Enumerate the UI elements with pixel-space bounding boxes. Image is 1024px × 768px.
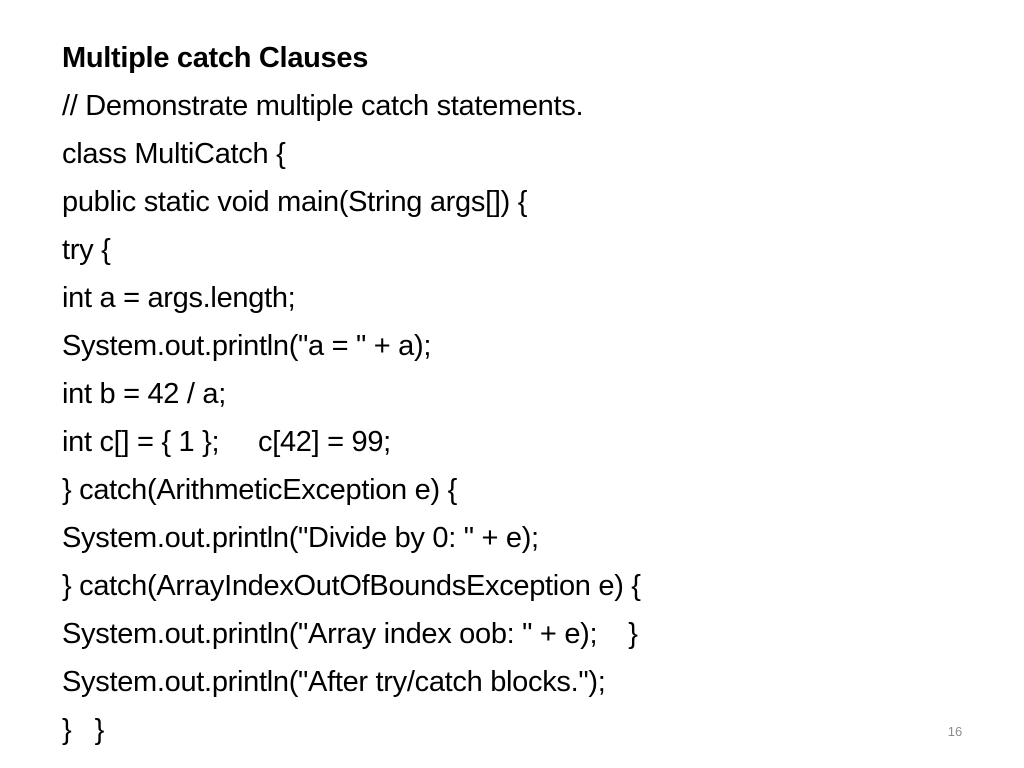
code-line-4: try { xyxy=(62,234,111,266)
code-line-3: public static void main(String args[]) { xyxy=(62,186,528,218)
code-line-14: } } xyxy=(62,714,105,746)
code-line-1: // Demonstrate multiple catch statements… xyxy=(62,90,584,122)
code-line-11: } catch(ArrayIndexOutOfBoundsException e… xyxy=(62,570,641,602)
slide-title: Multiple catch Clauses xyxy=(62,42,369,74)
code-line-9: } catch(ArithmeticException e) { xyxy=(62,474,457,506)
code-line-6: System.out.println("a = " + a); xyxy=(62,330,432,362)
code-line-7: int b = 42 / a; xyxy=(62,378,226,410)
code-line-13: System.out.println("After try/catch bloc… xyxy=(62,666,606,698)
code-line-10: System.out.println("Divide by 0: " + e); xyxy=(62,522,539,554)
code-line-2: class MultiCatch { xyxy=(62,138,286,170)
code-line-8: int c[] = { 1 }; c[42] = 99; xyxy=(62,426,391,458)
slide-content: Multiple catch Clauses // Demonstrate mu… xyxy=(62,34,962,754)
page-number: 16 xyxy=(947,724,963,739)
code-line-12: System.out.println("Array index oob: " +… xyxy=(62,618,638,650)
code-line-5: int a = args.length; xyxy=(62,282,296,314)
